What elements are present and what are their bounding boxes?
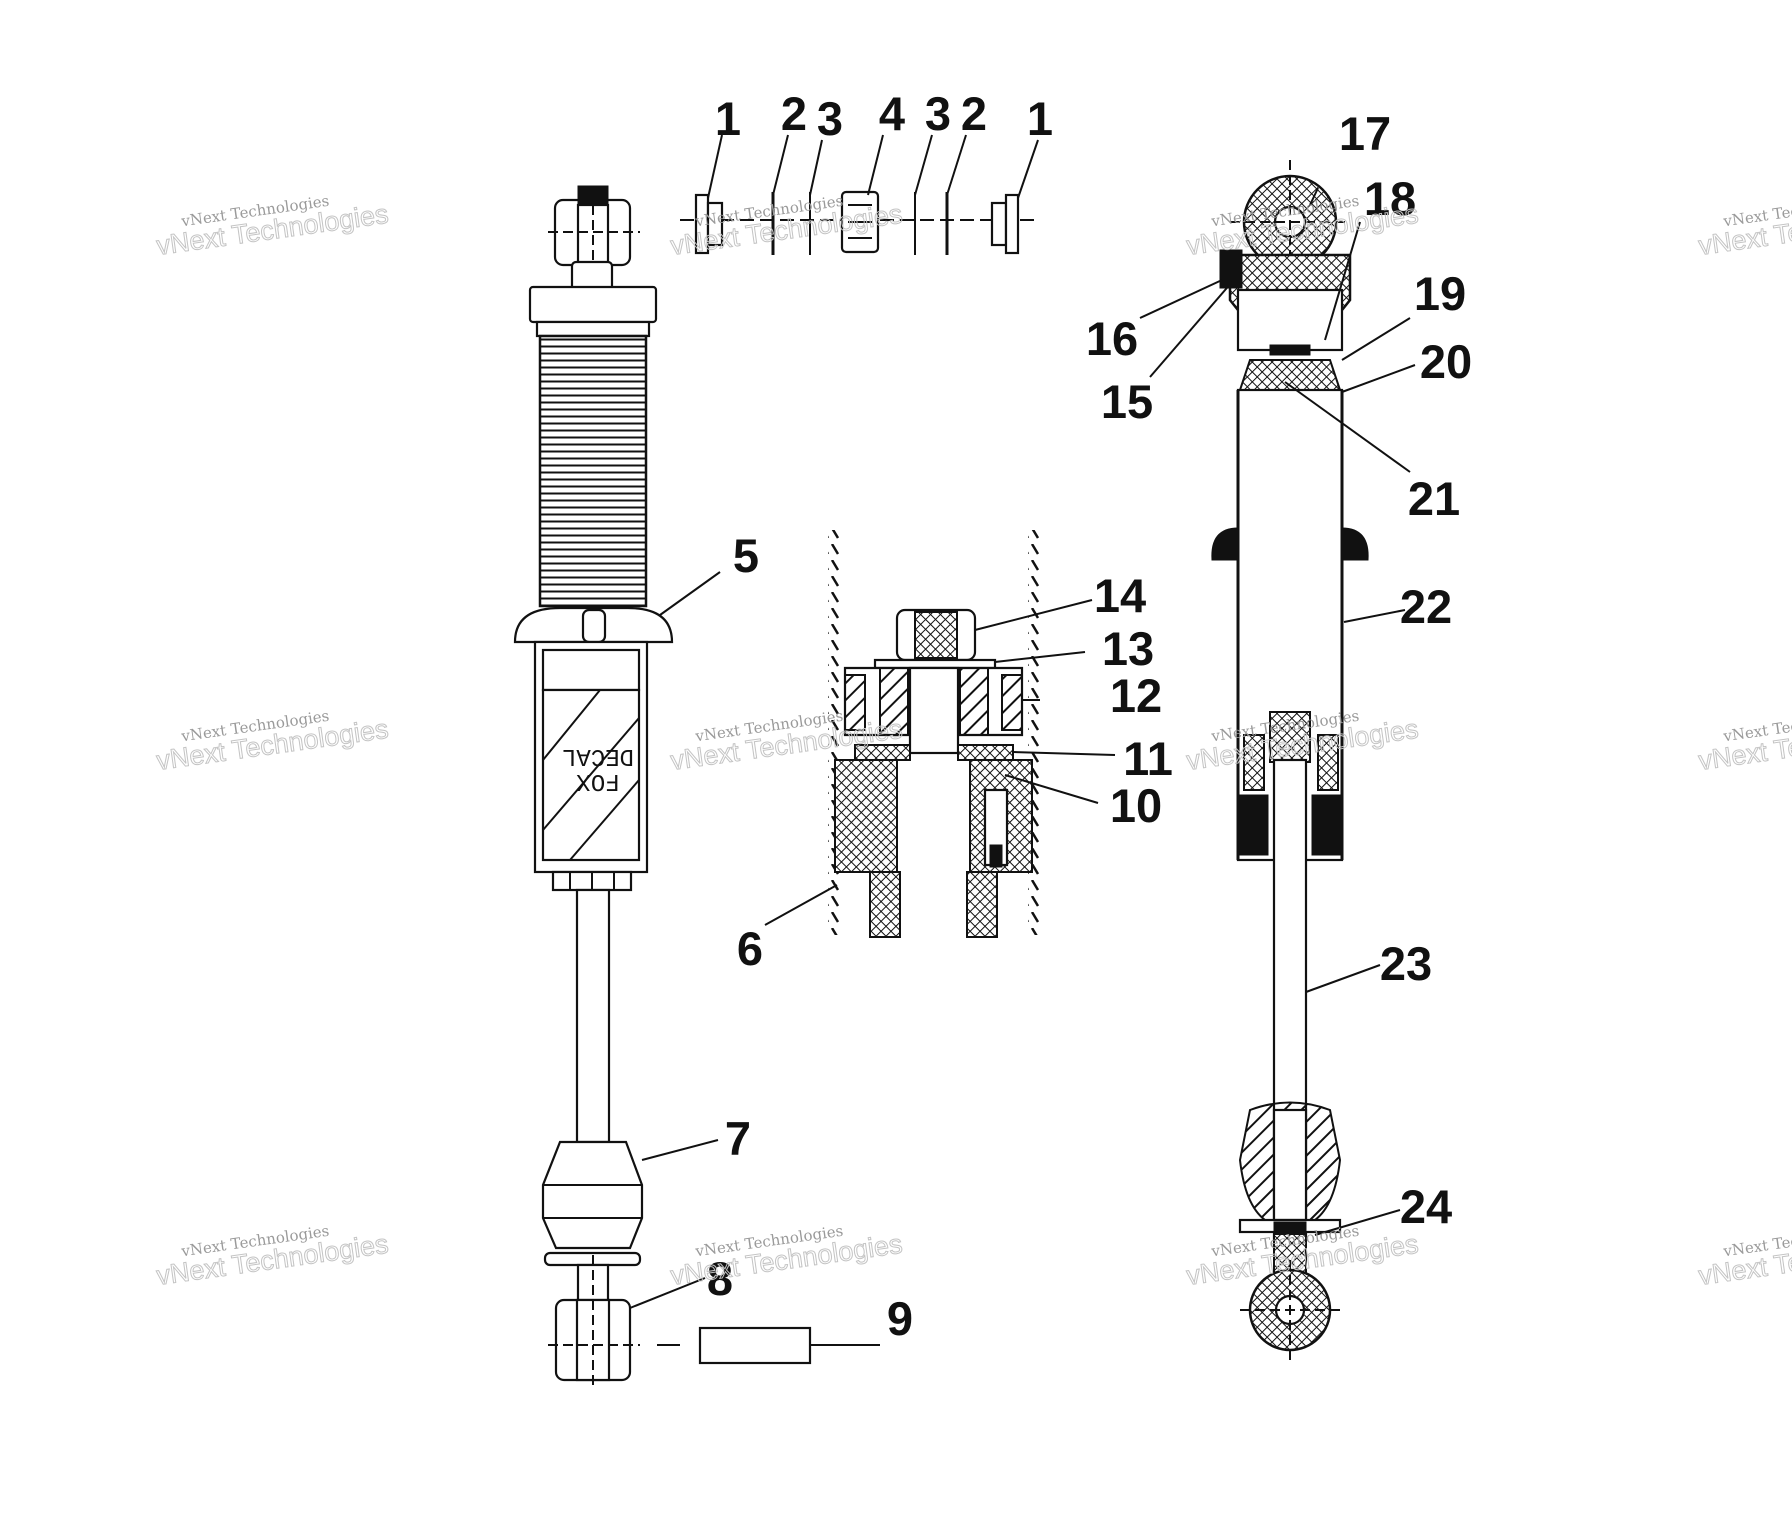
callout-6: 6 xyxy=(737,922,763,975)
callout-21: 21 xyxy=(1408,472,1460,525)
callout-9: 9 xyxy=(887,1292,913,1345)
callout-22: 22 xyxy=(1400,580,1452,633)
callout-2-left: 2 xyxy=(781,87,807,140)
callout-19: 19 xyxy=(1414,267,1466,320)
watermark: vNext Technologies vNext Technologies xyxy=(668,1222,905,1292)
callout-4: 4 xyxy=(879,87,905,140)
eyelet-bearing-exploded xyxy=(680,190,1035,255)
callout-23: 23 xyxy=(1380,937,1432,990)
callout-14: 14 xyxy=(1094,569,1146,622)
decal-text-line2: DECAL xyxy=(562,742,634,769)
left-shock-assembly: FOX DECAL xyxy=(513,185,812,1390)
callout-24: 24 xyxy=(1400,1180,1452,1233)
callout-11: 11 xyxy=(1123,732,1173,785)
callout-10: 10 xyxy=(1110,779,1162,832)
callout-labels: 1 2 3 4 3 2 1 5 6 7 8 9 10 11 12 13 14 1… xyxy=(707,87,1472,1345)
watermark: vNext Technologies vNext Technologies xyxy=(1696,1222,1792,1292)
piston-section-view xyxy=(828,530,1040,938)
callout-7: 7 xyxy=(725,1112,751,1165)
callout-3-right: 3 xyxy=(925,87,951,140)
callout-5: 5 xyxy=(733,529,759,582)
callout-8: 8 xyxy=(707,1252,733,1305)
watermark: vNext Technologies vNext Technologies xyxy=(1696,707,1792,777)
decal-text-line1: FOX xyxy=(576,767,619,794)
callout-18: 18 xyxy=(1364,172,1416,225)
callout-20: 20 xyxy=(1420,335,1472,388)
leader-lines xyxy=(629,134,1416,1346)
callout-15: 15 xyxy=(1101,375,1153,428)
callout-13: 13 xyxy=(1102,622,1154,675)
callout-17: 17 xyxy=(1339,107,1391,160)
callout-1-left: 1 xyxy=(715,92,741,145)
callout-2-right: 2 xyxy=(961,87,987,140)
watermark: vNext Technologies vNext Technologies xyxy=(154,707,391,777)
watermark: vNext Technologies vNext Technologies xyxy=(154,192,391,262)
watermarks: vNext Technologies vNext Technologies vN… xyxy=(154,192,1792,1292)
watermark: vNext Technologies vNext Technologies xyxy=(1696,192,1792,262)
callout-12: 12 xyxy=(1110,669,1162,722)
watermark: vNext Technologies vNext Technologies xyxy=(154,1222,391,1292)
callout-1-right: 1 xyxy=(1027,92,1053,145)
callout-16: 16 xyxy=(1086,312,1138,365)
callout-3-left: 3 xyxy=(817,92,843,145)
right-shock-section xyxy=(1211,160,1369,1360)
